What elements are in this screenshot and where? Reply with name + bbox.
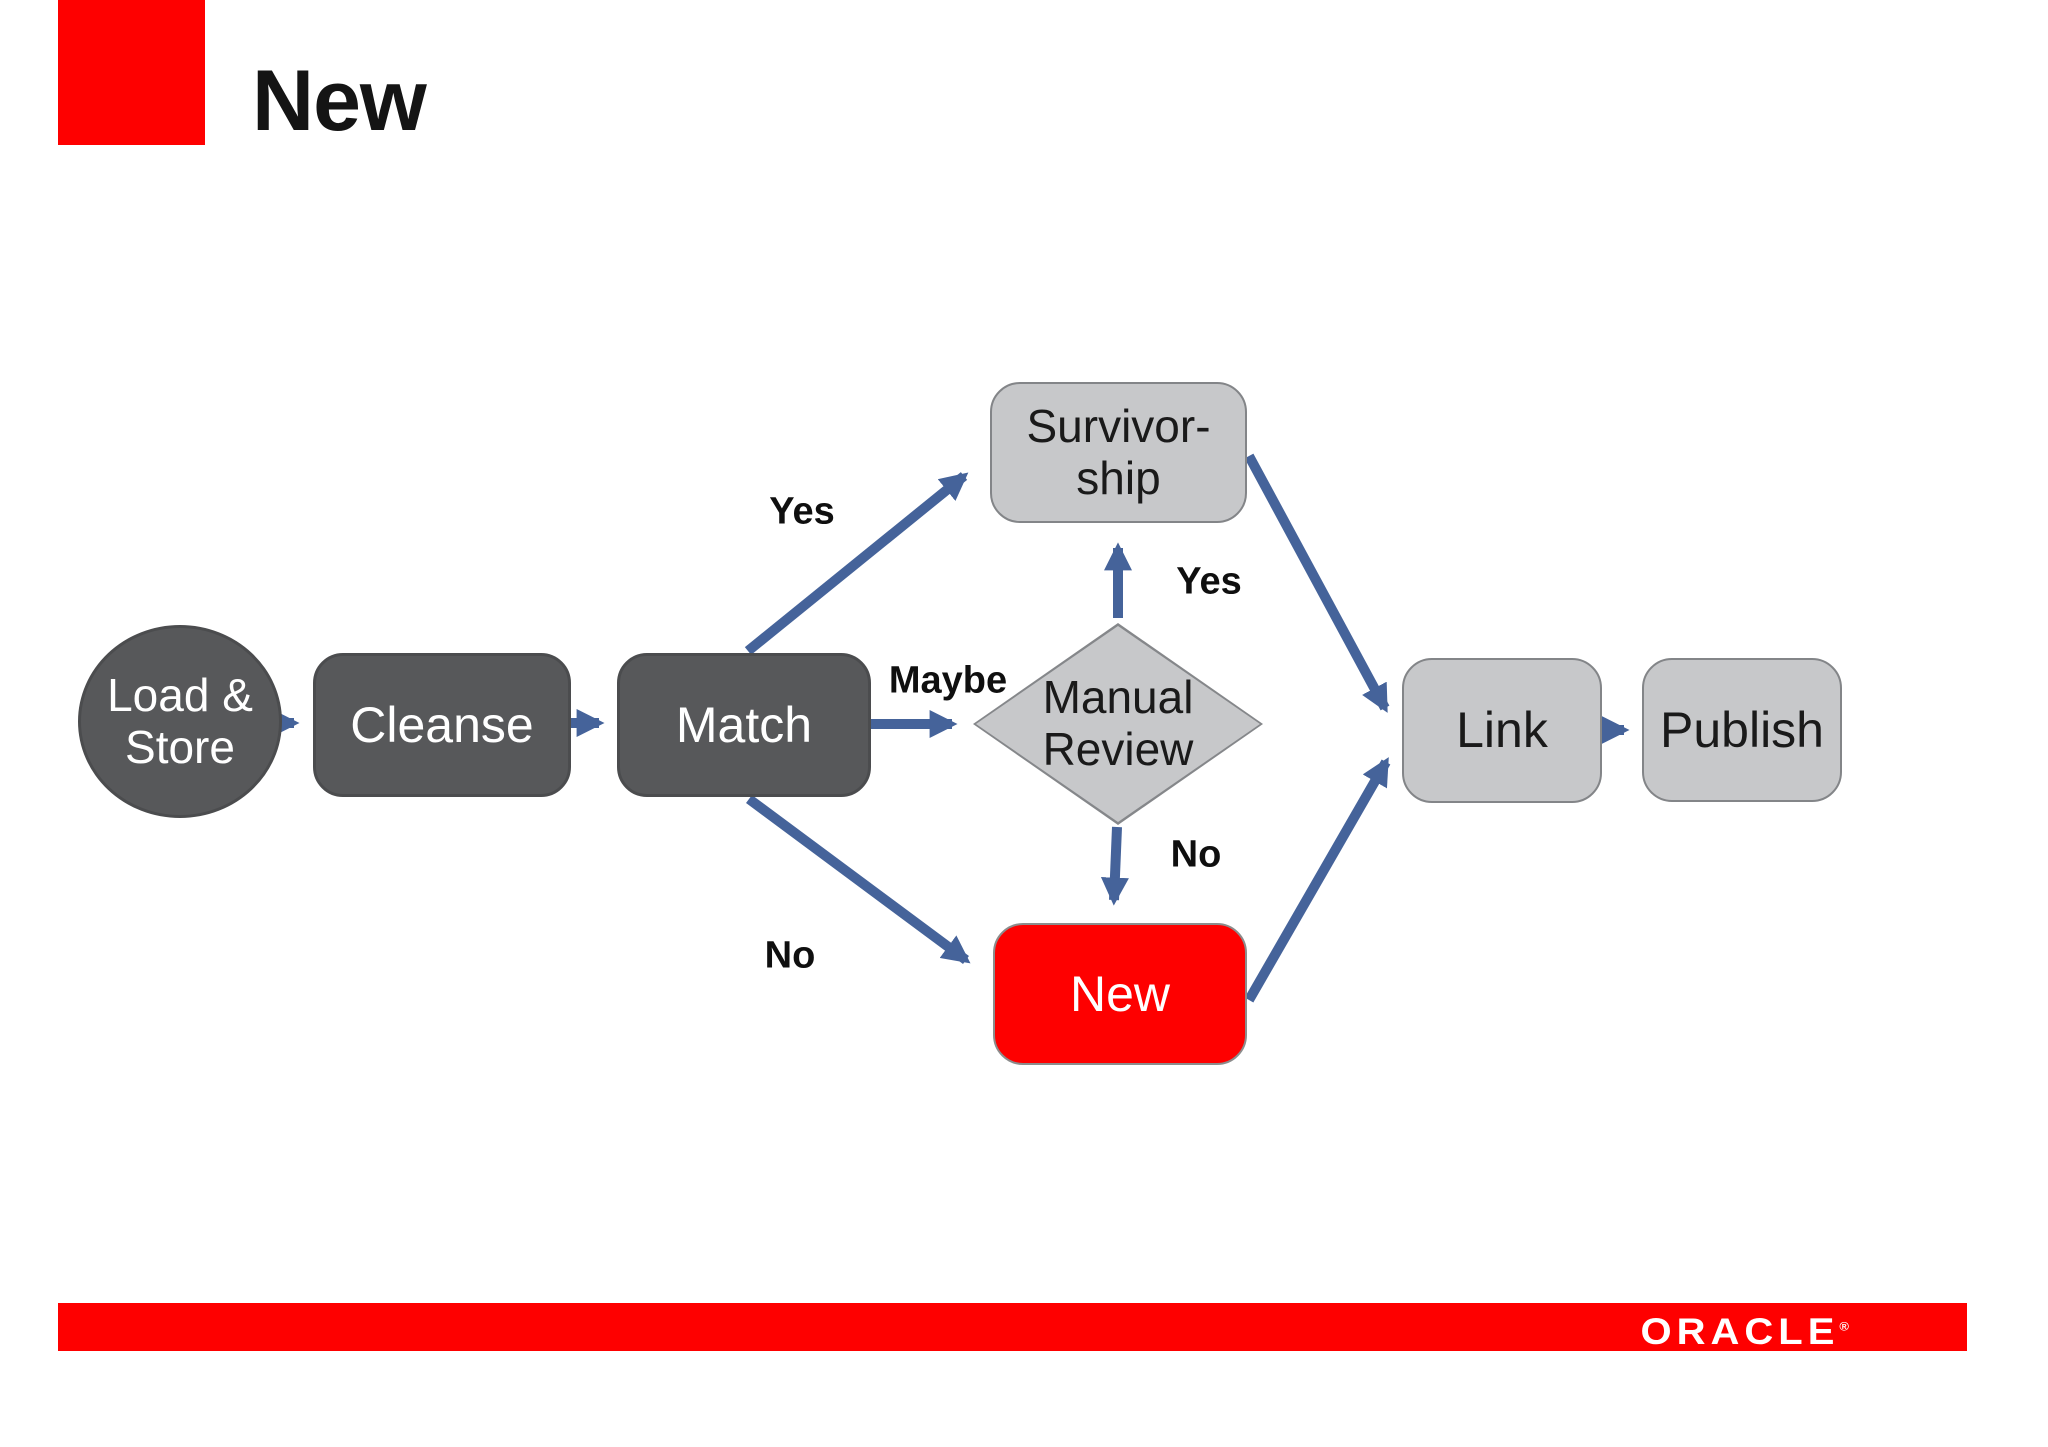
arrow-match-survivorship: [744, 472, 969, 655]
arrow-survivorship-link: [1244, 453, 1390, 713]
footer-bar: ORACLE®: [58, 1303, 1967, 1353]
node-load-store-label: Load & Store: [107, 668, 253, 773]
node-link: Link: [1402, 658, 1602, 803]
edge-label-no-match-new: No: [764, 934, 816, 977]
red-logo-square: [58, 0, 205, 145]
arrow-manualreview-new: [1100, 826, 1129, 906]
node-new-label: New: [1069, 965, 1171, 1022]
node-match-label: Match: [675, 696, 813, 753]
node-match: Match: [617, 653, 871, 797]
page-title: New: [252, 53, 427, 149]
node-survivorship: Survivor- ship: [990, 382, 1247, 523]
oracle-logo: ORACLE®: [1640, 1311, 1849, 1353]
node-new: New: [993, 923, 1247, 1065]
arrow-new-link: [1244, 757, 1391, 1003]
edge-label-yes-review-survivorship: Yes: [1176, 560, 1242, 603]
registered-mark: ®: [1839, 1319, 1849, 1334]
node-cleanse: Cleanse: [313, 653, 571, 797]
node-publish-label: Publish: [1660, 701, 1824, 758]
arrow-match-new: [746, 794, 971, 965]
node-cleanse-label: Cleanse: [350, 696, 534, 753]
node-manual-review-label: Manual Review: [1042, 671, 1194, 775]
node-link-label: Link: [1456, 702, 1548, 759]
node-survivorship-label: Survivor- ship: [1026, 399, 1211, 504]
edge-label-no-review-new: No: [1170, 833, 1222, 876]
edge-label-maybe-match-review: Maybe: [888, 659, 1008, 702]
node-load-store: Load & Store: [78, 625, 282, 818]
edge-label-yes-match-survivorship: Yes: [769, 490, 835, 533]
node-publish: Publish: [1642, 658, 1842, 802]
